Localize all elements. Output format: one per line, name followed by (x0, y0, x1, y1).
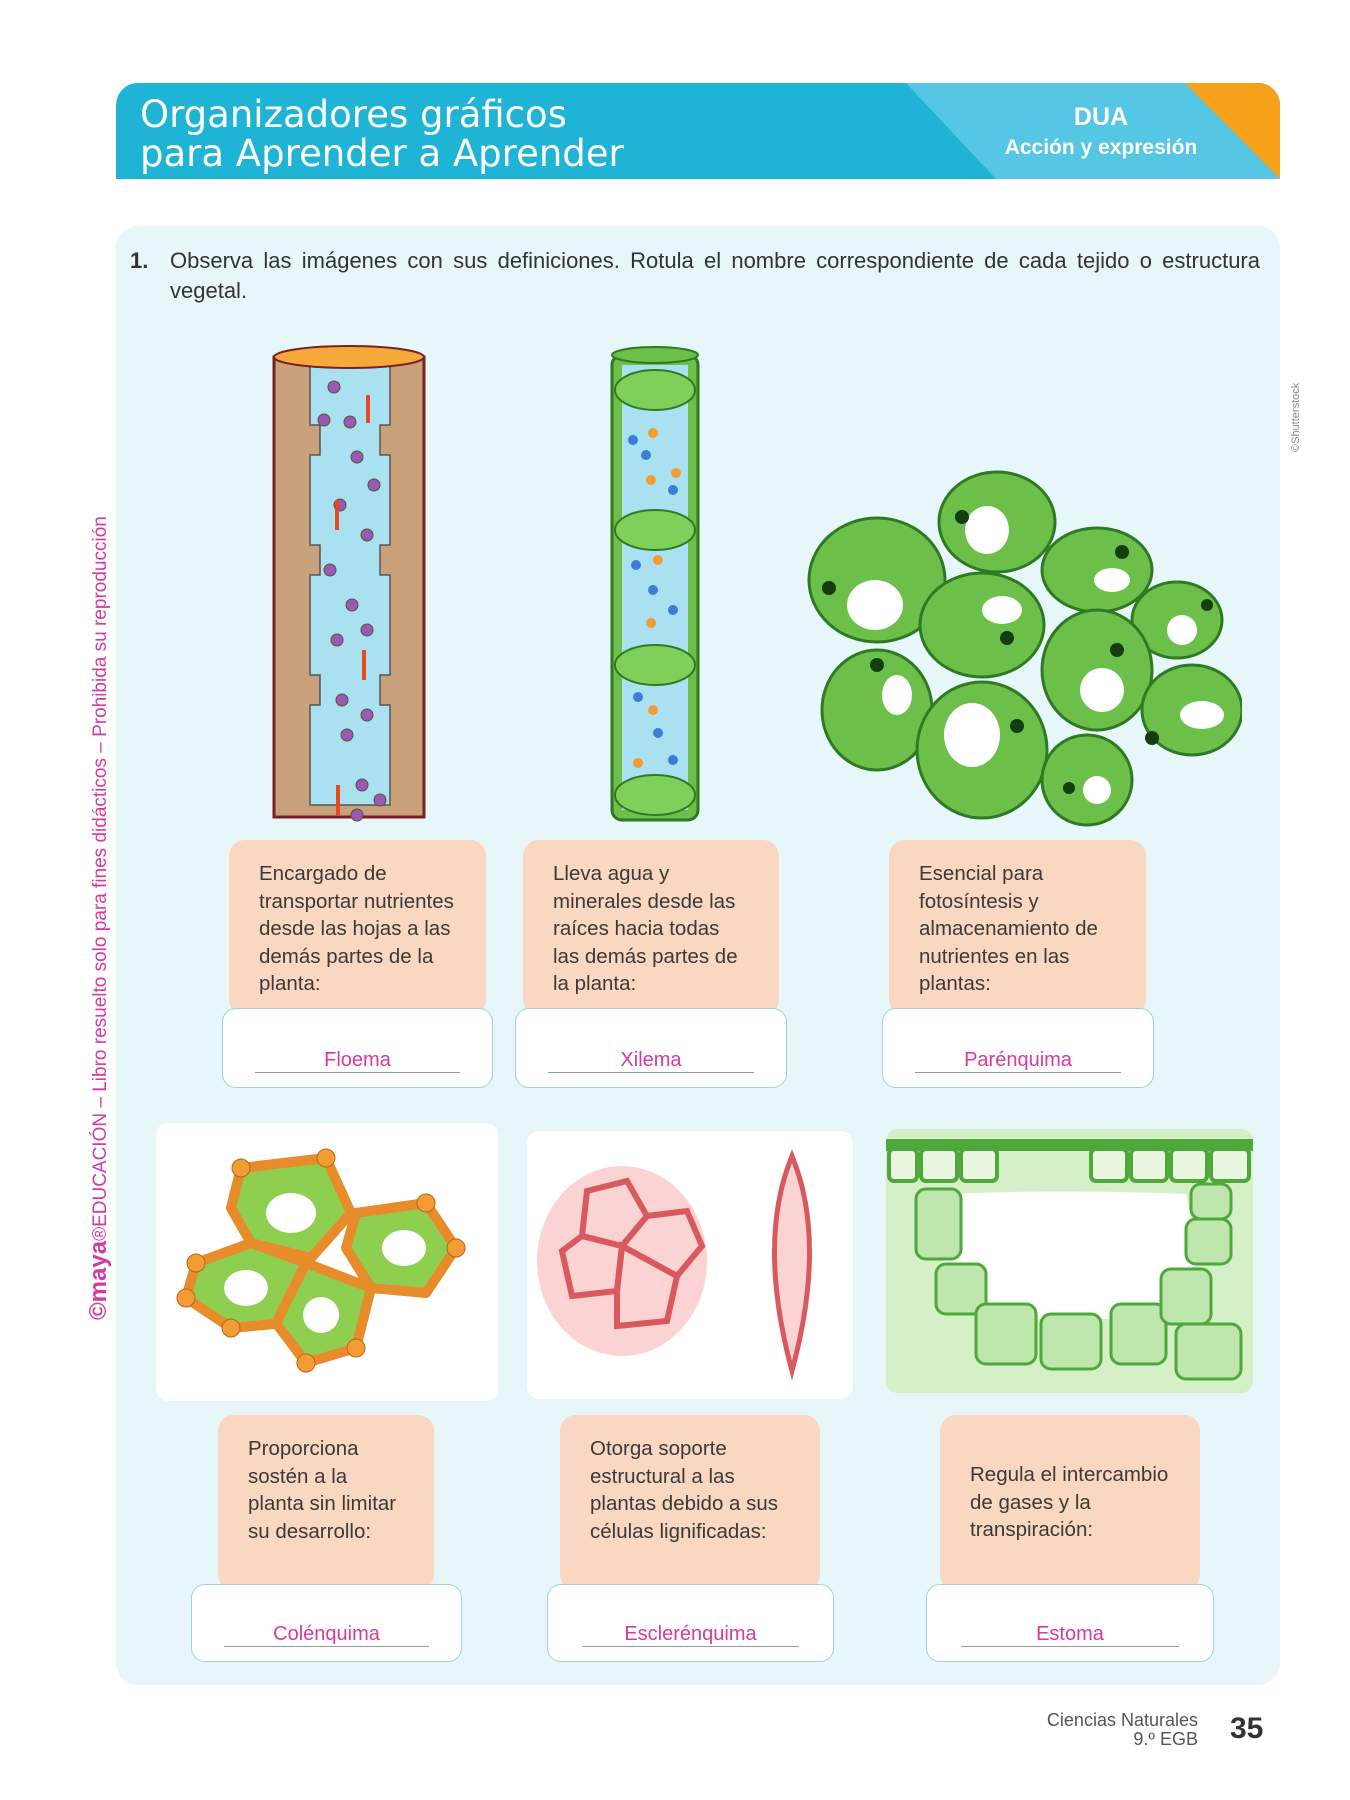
answer-text: Parénquima (915, 1049, 1121, 1073)
answer-box-floema[interactable]: Floema (222, 1008, 493, 1088)
floema-illustration (272, 345, 426, 822)
definition-card-colenquima: Proporciona sostén a la planta sin limit… (218, 1415, 434, 1590)
dua-badge: DUA (1073, 103, 1129, 131)
answer-text: Colénquima (224, 1623, 429, 1647)
dua-subtitle: Acción y expresión (1004, 136, 1198, 159)
definition-card-estoma: Regula el intercambio de gases y la tran… (940, 1415, 1200, 1590)
answer-text: Xilema (548, 1049, 754, 1073)
esclerenquima-illustration (537, 1149, 812, 1381)
image-credit: ©Shutterstock (1290, 382, 1302, 452)
xilema-illustration (610, 346, 700, 822)
colenquima-card (156, 1123, 498, 1401)
answer-text: Estoma (961, 1623, 1179, 1647)
answer-box-colenquima[interactable]: Colénquima (191, 1584, 462, 1662)
answer-box-xilema[interactable]: Xilema (515, 1008, 787, 1088)
answer-box-estoma[interactable]: Estoma (926, 1584, 1214, 1662)
esclerenquima-card (527, 1131, 853, 1399)
answer-text: Esclerénquima (582, 1623, 799, 1647)
definition-card-parenquima: Esencial para fotosíntesis y almacenamie… (889, 840, 1146, 1015)
definition-card-floema: Encargado de transportar nutrientes desd… (229, 840, 486, 1015)
page-number: 35 (1230, 1712, 1264, 1745)
definition-card-esclerenquima: Otorga soporte estructural a las plantas… (560, 1415, 820, 1590)
answer-text: Floema (255, 1049, 460, 1073)
answer-box-esclerenquima[interactable]: Esclerénquima (547, 1584, 834, 1662)
estoma-illustration (886, 1139, 1253, 1381)
definition-card-xilema: Lleva agua y minerales desde las raíces … (523, 840, 779, 1015)
colenquima-illustration (176, 1148, 466, 1373)
copyright-side-text: ©maya®EDUCACIÓN – Libro resuelto solo pa… (85, 516, 112, 1320)
estoma-card (886, 1129, 1253, 1393)
parenquima-illustration (807, 470, 1242, 827)
answer-box-parenquima[interactable]: Parénquima (882, 1008, 1154, 1088)
instruction: 1.Observa las imágenes con sus definicio… (130, 248, 1260, 303)
